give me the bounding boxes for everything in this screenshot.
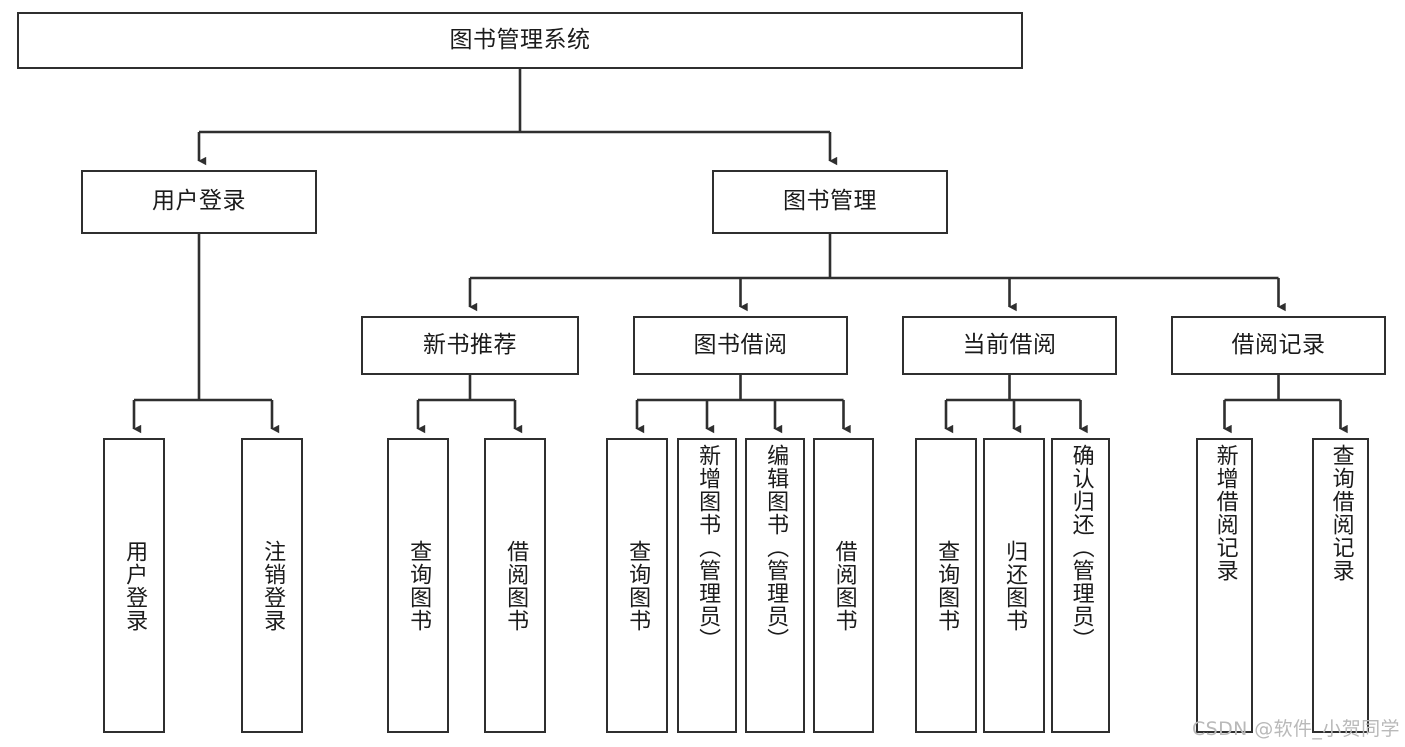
node-l11[interactable]: 确认归还（管理员）	[1051, 438, 1110, 733]
node-bookmgmt[interactable]: 图书管理	[712, 170, 948, 234]
node-l13[interactable]: 查询借阅记录	[1312, 438, 1369, 733]
node-newbook[interactable]: 新书推荐	[361, 316, 579, 375]
node-label: 编辑图书（管理员）	[763, 444, 789, 651]
node-label: 查询图书	[406, 539, 432, 632]
node-l3[interactable]: 查询图书	[387, 438, 449, 733]
node-login[interactable]: 用户登录	[81, 170, 317, 234]
node-l1[interactable]: 用户登录	[103, 438, 165, 733]
node-records[interactable]: 借阅记录	[1171, 316, 1386, 375]
node-label: 查询借阅记录	[1328, 444, 1354, 582]
node-label: 当前借阅	[962, 331, 1057, 358]
node-root[interactable]: 图书管理系统	[17, 12, 1023, 69]
node-l4[interactable]: 借阅图书	[484, 438, 546, 733]
node-l8[interactable]: 借阅图书	[813, 438, 874, 733]
node-label: 归还图书	[1002, 539, 1028, 632]
node-label: 借阅图书	[503, 539, 529, 632]
node-label: 图书管理系统	[449, 26, 591, 53]
node-label: 借阅记录	[1231, 331, 1326, 358]
node-label: 注销登录	[260, 539, 286, 632]
node-l10[interactable]: 归还图书	[983, 438, 1045, 733]
node-label: 新增图书（管理员）	[695, 444, 721, 651]
node-label: 新书推荐	[423, 331, 517, 358]
node-label: 新增借阅记录	[1212, 444, 1238, 582]
node-label: 查询图书	[625, 539, 651, 632]
node-l9[interactable]: 查询图书	[915, 438, 977, 733]
node-label: 确认归还（管理员）	[1068, 444, 1094, 651]
node-label: 借阅图书	[831, 539, 857, 632]
node-l5[interactable]: 查询图书	[606, 438, 668, 733]
node-current[interactable]: 当前借阅	[902, 316, 1117, 375]
node-l2[interactable]: 注销登录	[241, 438, 303, 733]
node-label: 图书管理	[783, 188, 877, 215]
node-l7[interactable]: 编辑图书（管理员）	[745, 438, 805, 733]
node-label: 图书借阅	[693, 331, 788, 358]
node-label: 用户登录	[152, 188, 246, 215]
node-label: 用户登录	[122, 539, 148, 632]
node-l12[interactable]: 新增借阅记录	[1196, 438, 1253, 733]
node-l6[interactable]: 新增图书（管理员）	[677, 438, 737, 733]
node-label: 查询图书	[934, 539, 960, 632]
node-borrow[interactable]: 图书借阅	[633, 316, 848, 375]
